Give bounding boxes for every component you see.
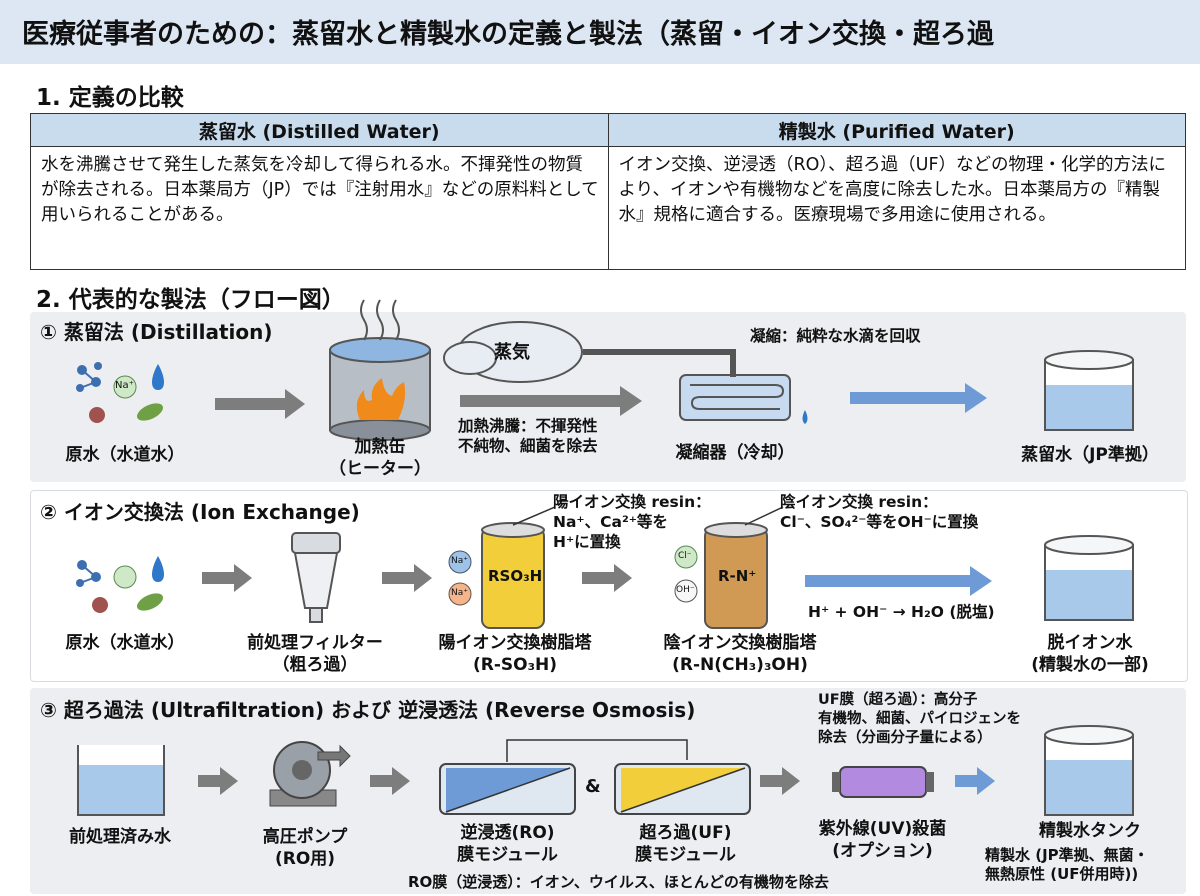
ro-note: RO膜（逆浸透）：イオン、ウイルス、ほとんどの有機物を除去 — [408, 873, 829, 891]
callout-line — [512, 506, 556, 526]
pump-icon — [269, 741, 351, 807]
tank-icon — [1044, 725, 1134, 816]
cl-ion-label: Cl⁻ — [678, 551, 692, 561]
steam-label: 蒸気 — [494, 342, 530, 363]
boiler-icon — [329, 299, 431, 441]
pretreated-water-label: 前処理済み水 — [69, 827, 171, 847]
page-title: 医療従事者のための：蒸留水と精製水の定義と製法（蒸留・イオン交換・超ろ過 — [22, 19, 994, 50]
na-ion-badge — [448, 550, 472, 574]
flow-arrow — [382, 564, 432, 592]
flow-arrow-blue — [805, 566, 992, 596]
distillation-raw-water: 原水（水道水） — [65, 445, 185, 465]
bacteria-icon — [136, 403, 164, 421]
flow-arrow-blue — [850, 383, 987, 413]
cl-ion-badge — [674, 545, 698, 569]
ion-exchange-title: ② イオン交換法 (Ion Exchange) — [40, 500, 360, 524]
distillation-title: ① 蒸留法 (Distillation) — [40, 320, 273, 344]
na-badge-label: Na⁺ — [115, 380, 134, 391]
uv-lamp-icon — [832, 766, 934, 798]
ro-module-label: 逆浸透(RO) 膜モジュール — [457, 823, 558, 865]
tank-icon — [1044, 535, 1134, 621]
tank-icon — [1044, 350, 1134, 431]
molecule-icon — [76, 362, 102, 392]
definition-table: 蒸留水 (Distilled Water) 精製水 (Purified Wate… — [30, 113, 1186, 270]
uf-module-icon — [614, 763, 751, 815]
ion-badge — [113, 565, 137, 589]
cation-resin-label: RSO₃H — [488, 567, 543, 585]
na-ion-label: Na⁺ — [451, 556, 468, 566]
distilled-water-product: 蒸留水（JP準拠） — [1021, 445, 1159, 465]
flame-icon — [356, 378, 406, 420]
deionized-water-product: 脱イオン水 (精製水の一部) — [1031, 633, 1149, 675]
bacteria-icon — [136, 593, 164, 611]
na-ion-badge — [448, 582, 472, 606]
bacteria-icon — [92, 597, 108, 613]
uf-module-label: 超ろ過(UF) 膜モジュール — [635, 823, 736, 865]
pump-label: 高圧ポンプ (RO用) — [262, 827, 348, 869]
tank-icon — [77, 745, 165, 816]
anion-tower-label: 陰イオン交換樹脂塔 (R-N(CH₃)₃OH) — [663, 633, 817, 675]
table-cell-purified: イオン交換、逆浸透（RO）、超ろ過（UF）などの物理・化学的方法により、イオンや… — [607, 146, 1186, 270]
heating-note: 加熱沸騰：不揮発性 不純物、細菌を除去 — [458, 417, 598, 455]
bypass-line — [506, 739, 688, 762]
boiler-label: 加熱缶 （ヒーター） — [329, 437, 431, 479]
condenser-icon — [583, 349, 808, 424]
cloud-icon — [443, 321, 583, 383]
ampersand: & — [585, 776, 601, 797]
anion-resin-label: R-N⁺ — [718, 567, 757, 585]
flow-arrow — [582, 564, 632, 592]
filter-icon — [291, 532, 341, 623]
section1-heading: 1. 定義の比較 — [36, 85, 184, 111]
cation-tower-icon — [481, 522, 545, 629]
oh-ion-badge — [674, 579, 698, 603]
ion-raw-water: 原水（水道水） — [65, 633, 185, 653]
ro-module-icon — [439, 763, 576, 815]
droplet-icon — [152, 364, 164, 390]
anion-tower-icon — [704, 522, 768, 629]
uv-label: 紫外線(UV)殺菌 (オプション) — [818, 819, 947, 861]
condense-note: 凝縮：純粋な水滴を回収 — [750, 327, 921, 345]
anion-note: 陰イオン交換 resin： Cl⁻、SO₄²⁻等をOH⁻に置換 — [780, 493, 979, 531]
oh-ion-label: OH⁻ — [676, 585, 695, 595]
flow-arrow — [460, 386, 642, 416]
cation-tower-label: 陽イオン交換樹脂塔 (R-SO₃H) — [438, 633, 592, 675]
prefilter-label: 前処理フィルター （粗ろ過） — [247, 633, 383, 675]
flow-arrow — [202, 564, 252, 592]
cation-note: 陽イオン交換 resin： Na⁺、Ca²⁺等を H⁺に置換 — [553, 493, 711, 551]
flow-arrow — [370, 767, 410, 795]
ion-badge — [113, 375, 137, 399]
bacteria-icon — [89, 407, 105, 423]
droplet-icon — [152, 556, 164, 582]
flow-arrow-blue — [955, 767, 995, 795]
flow-arrow — [760, 767, 800, 795]
condenser-label: 凝縮器（冷却） — [675, 443, 795, 463]
callout-line — [744, 506, 784, 526]
flow-arrow — [198, 767, 238, 795]
uf-note: UF膜（超ろ過）：高分子 有機物、細菌、パイロジェンを 除去（分画分子量による） — [818, 692, 1021, 746]
reaction-note: H⁺ + OH⁻ → H₂O (脱塩) — [808, 603, 995, 621]
section2-heading: 2. 代表的な製法（フロー図） — [36, 287, 345, 313]
tank-note: 精製水 (JP準拠、無菌・ 無熱原性 (UF併用時)) — [985, 846, 1149, 883]
membrane-title: ③ 超ろ過法 (Ultrafiltration) および 逆浸透法 (Rever… — [40, 698, 696, 722]
title-bar — [0, 0, 1200, 64]
molecule-icon — [76, 560, 101, 587]
na-ion-label: Na⁺ — [451, 588, 468, 598]
flow-arrow — [215, 389, 305, 419]
table-cell-distilled: 水を沸騰させて発生した蒸気を冷却して得られる水。不揮発性の物質が除去される。日本… — [30, 146, 609, 270]
ion-exchange-panel — [30, 490, 1188, 682]
tank-label: 精製水タンク — [1039, 821, 1141, 841]
